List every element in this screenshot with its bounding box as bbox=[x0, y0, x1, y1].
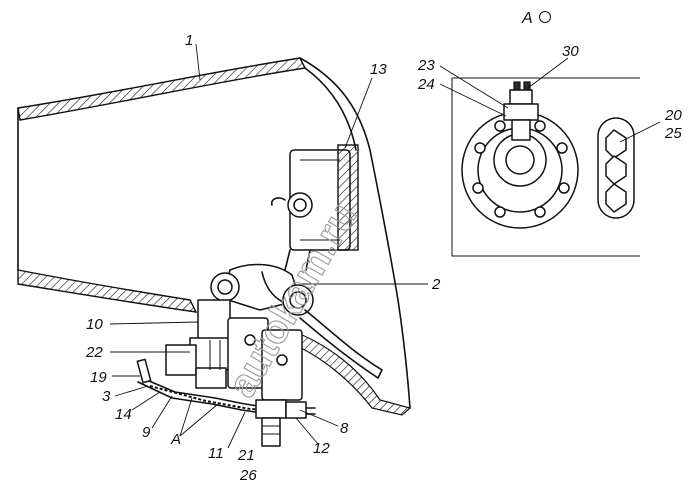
bracket-assembly bbox=[136, 299, 316, 447]
callout-26: 26 bbox=[239, 467, 257, 484]
view-a-title-circle bbox=[539, 11, 551, 23]
housing-outline bbox=[299, 57, 411, 409]
view-a-title-letter: А bbox=[521, 10, 533, 27]
view-a-frame bbox=[451, 78, 640, 257]
callout-14: 14 bbox=[115, 406, 132, 423]
callout-12: 12 bbox=[313, 440, 330, 457]
callout-25: 25 bbox=[664, 125, 682, 142]
floor-wall-section bbox=[17, 269, 198, 313]
callout-24: 24 bbox=[417, 76, 435, 93]
callout-10: 10 bbox=[86, 316, 103, 333]
callout-3: 3 bbox=[102, 388, 111, 405]
callout-23: 23 bbox=[417, 57, 435, 74]
main-view bbox=[17, 43, 428, 449]
callout-9: 9 bbox=[142, 424, 151, 441]
leader-lines-main bbox=[109, 43, 428, 449]
upper-wall-section bbox=[17, 57, 307, 121]
callout-13: 13 bbox=[370, 61, 387, 78]
view-a: А bbox=[439, 10, 661, 257]
callout-2: 2 bbox=[431, 276, 441, 293]
callout-8: 8 bbox=[340, 420, 349, 437]
callout-11: 11 bbox=[208, 445, 224, 462]
leader-lines-view-a bbox=[439, 57, 661, 143]
lever-2 bbox=[210, 249, 383, 379]
side-plate bbox=[597, 117, 635, 219]
callout-19: 19 bbox=[90, 369, 107, 386]
floor-curve-section bbox=[287, 329, 412, 416]
callout-21: 21 bbox=[237, 447, 255, 464]
sensor-30 bbox=[503, 81, 539, 141]
callout-22: 22 bbox=[85, 344, 103, 361]
callout-a: А bbox=[170, 431, 181, 448]
cylinder-13 bbox=[270, 144, 359, 251]
callout-30: 30 bbox=[562, 43, 579, 60]
flange bbox=[461, 111, 579, 229]
callout-labels: 1 13 2 10 22 19 3 14 9 А 11 21 26 12 8 2… bbox=[85, 32, 682, 484]
callout-20: 20 bbox=[664, 107, 682, 124]
callout-1: 1 bbox=[185, 32, 193, 49]
housing-inner-outline bbox=[304, 67, 357, 151]
